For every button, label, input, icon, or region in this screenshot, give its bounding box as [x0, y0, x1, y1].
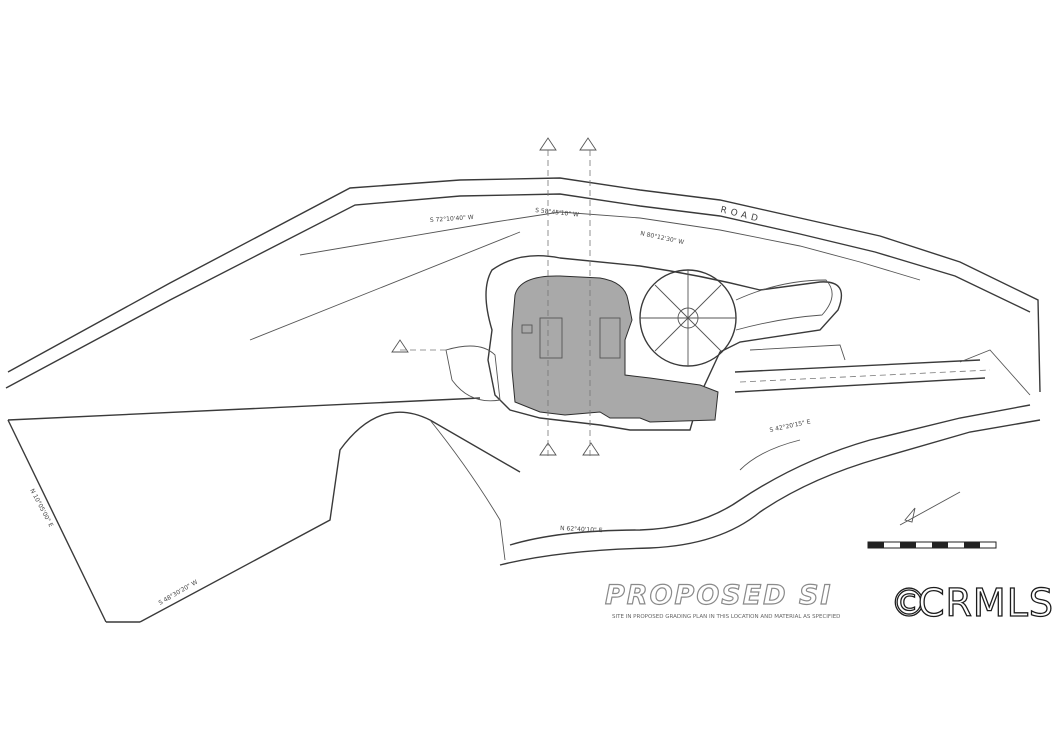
circular-feature [639, 269, 833, 367]
bearing-label: S 42°20'15" E [769, 418, 811, 434]
scale-bar-icon [867, 541, 997, 549]
building-envelope [445, 255, 843, 431]
drawing-subtitle: SITE IN PROPOSED GRADING PLAN IN THIS LO… [612, 614, 840, 620]
north-arrow-icon [899, 491, 961, 526]
bearing-label: N 80°12'30" W [640, 230, 685, 246]
bearing-label: N 62°40'10" E [560, 525, 603, 534]
copyright-symbol: © [890, 581, 929, 625]
watermark-text: CRMLS [918, 581, 1054, 625]
drawing-title: PROPOSED SI [605, 580, 832, 611]
driveway [429, 344, 1041, 566]
bearing-label: S 48°30'20" W [158, 579, 200, 607]
crmls-watermark: © CRMLS [888, 578, 1054, 626]
section-marker-icon [391, 137, 600, 460]
house-footprint [511, 275, 719, 423]
bearing-label: S 58°45'10" W [535, 207, 579, 219]
property-boundary [5, 177, 1041, 623]
bearing-label: S 72°10'40" W [430, 214, 474, 224]
title-block: PROPOSED SI SITE IN PROPOSED GRADING PLA… [604, 579, 840, 620]
